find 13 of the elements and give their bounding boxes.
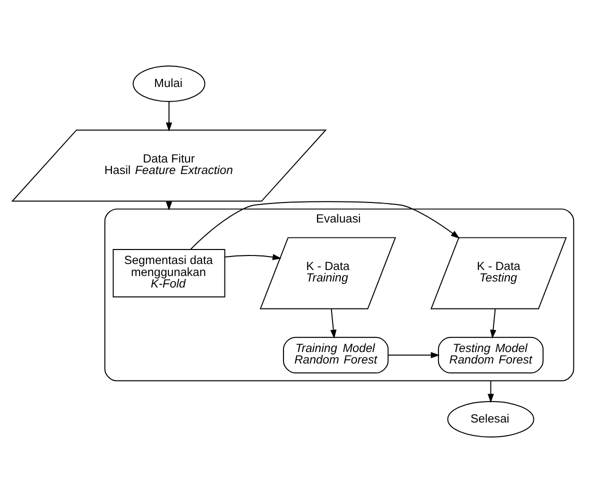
arrow bbox=[330, 308, 336, 338]
node-box: Testing Model Random Forest bbox=[438, 336, 544, 373]
arrow bbox=[224, 254, 282, 260]
arrow bbox=[190, 200, 460, 250]
arrow bbox=[166, 100, 172, 131]
arrow bbox=[166, 200, 172, 210]
node-box: Training Model Random Forest bbox=[283, 336, 389, 373]
node-box: Segmentasi data menggunakan K-Fold bbox=[112, 248, 226, 297]
arrow bbox=[488, 380, 494, 402]
arrow bbox=[388, 352, 440, 358]
node-ellipse: Selesai bbox=[447, 400, 534, 438]
arrow bbox=[490, 308, 496, 338]
node-ellipse: Mulai bbox=[132, 64, 206, 102]
